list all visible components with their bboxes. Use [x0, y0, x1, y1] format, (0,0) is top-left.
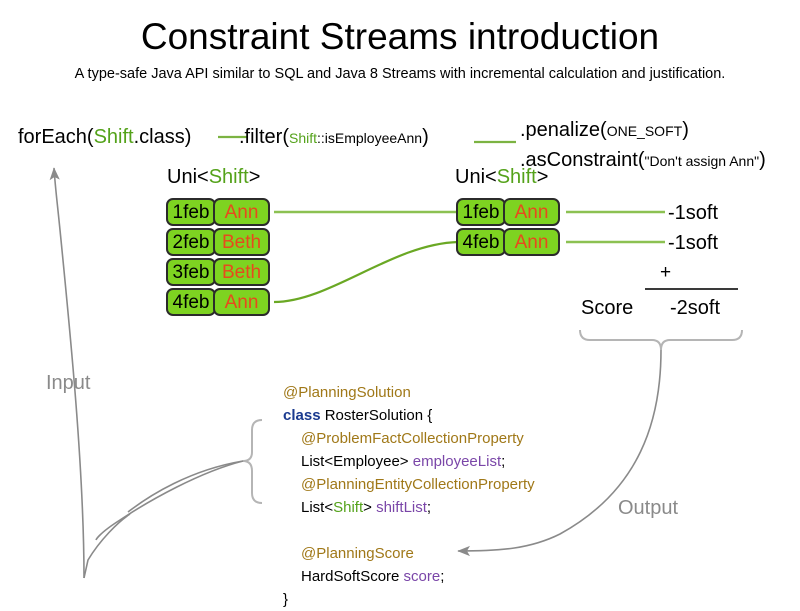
code-line: List<Shift> shiftList;	[265, 496, 535, 519]
tuple-flow-4feb	[273, 240, 459, 304]
tuple-employee: Beth	[213, 258, 270, 286]
penalize-line: .penalize(ONE_SOFT)	[520, 116, 766, 146]
tuple-row: 1feb Ann	[456, 198, 560, 226]
foreach-type: Shift	[93, 126, 134, 148]
code-line: class RosterSolution {	[265, 404, 535, 427]
asconstraint-call: .asConstraint(	[520, 149, 645, 171]
sum-operator: +	[660, 262, 672, 283]
penalty-label: -1soft	[668, 202, 719, 224]
uni-label-right: Uni<Shift>	[455, 166, 548, 189]
asconstraint-arg: "Don't assign Ann"	[644, 153, 760, 169]
tuple-employee: Ann	[503, 228, 560, 256]
filter-arg-type: Shift	[288, 130, 317, 146]
input-arrow-main	[83, 513, 131, 579]
tuple-employee: Ann	[213, 288, 270, 316]
output-label: Output	[618, 497, 679, 519]
code-line: @PlanningSolution	[265, 381, 535, 404]
code-line: @PlanningEntityCollectionProperty	[265, 473, 535, 496]
asconstraint-tail: )	[759, 149, 766, 171]
code-brace	[242, 419, 263, 504]
tuple-row: 3feb Beth	[166, 258, 270, 286]
foreach-tail: .class)	[133, 126, 192, 148]
code-token: RosterSolution {	[324, 407, 433, 424]
uni-right-prefix: Uni<	[455, 166, 497, 188]
tuple-employee: Beth	[213, 228, 270, 256]
filter-call: .filter(	[238, 126, 289, 148]
pipeline-terminal-operations: .penalize(ONE_SOFT) .asConstraint("Don't…	[520, 116, 766, 176]
code-line: List<Employee> employeeList;	[265, 450, 535, 473]
code-token: List<Employee>	[301, 453, 413, 470]
pipeline-expression: forEach(Shift.class) .filter(Shift::isEm…	[18, 126, 429, 149]
code-token: Shift	[333, 499, 364, 516]
code-token: employeeList	[412, 453, 502, 470]
code-line: @PlanningScore	[265, 542, 535, 565]
code-token: >	[363, 499, 377, 516]
code-token: @PlanningScore	[301, 545, 414, 562]
code-token: score	[403, 568, 441, 585]
input-arrow	[95, 460, 244, 541]
tuple-row: 4feb Ann	[166, 288, 270, 316]
code-token: @PlanningSolution	[283, 384, 411, 401]
code-token: ;	[426, 499, 432, 516]
tuple-row: 4feb Ann	[456, 228, 560, 256]
code-line	[265, 519, 535, 542]
uni-right-suffix: >	[536, 166, 549, 188]
input-label: Input	[46, 372, 91, 394]
code-line: @ProblemFactCollectionProperty	[265, 427, 535, 450]
uni-left-prefix: Uni<	[167, 166, 209, 188]
score-label: Score	[581, 297, 634, 319]
code-token: class	[283, 407, 325, 424]
tuple-employee: Ann	[503, 198, 560, 226]
code-token: shiftList	[376, 499, 427, 516]
uni-left-type: Shift	[208, 166, 249, 188]
tuple-employee: Ann	[213, 198, 270, 226]
code-token: HardSoftScore	[301, 568, 404, 585]
page-title: Constraint Streams introduction	[140, 16, 660, 57]
code-token: ;	[440, 568, 445, 585]
code-token	[265, 522, 269, 539]
tuple-date: 3feb	[166, 258, 216, 286]
tuple-date: 1feb	[166, 198, 216, 226]
code-token: List<	[301, 499, 334, 516]
tuple-date: 1feb	[456, 198, 506, 226]
code-token: ;	[501, 453, 506, 470]
code-block: @PlanningSolution class RosterSolution { @…	[265, 381, 535, 611]
input-arrow-stroke	[127, 460, 244, 513]
page-subtitle: A type-safe Java API similar to SQL and …	[74, 66, 726, 82]
filter-tail: )	[422, 126, 429, 148]
tuple-date: 4feb	[456, 228, 506, 256]
penalize-call: .penalize(	[520, 119, 607, 141]
code-line: HardSoftScore score;	[265, 565, 535, 588]
code-token: @PlanningEntityCollectionProperty	[301, 476, 535, 493]
tuple-date: 4feb	[166, 288, 216, 316]
score-total: -2soft	[670, 297, 721, 319]
filter-arg-rest: ::isEmployeeAnn	[317, 130, 423, 146]
asconstraint-line: .asConstraint("Don't assign Ann")	[520, 146, 766, 176]
uni-label-left: Uni<Shift>	[167, 166, 260, 189]
sum-rule	[645, 288, 738, 290]
score-brace	[579, 329, 743, 351]
penalize-tail: )	[682, 119, 689, 141]
uni-left-suffix: >	[248, 166, 261, 188]
tuple-row: 2feb Beth	[166, 228, 270, 256]
code-token: @ProblemFactCollectionProperty	[301, 430, 524, 447]
foreach-call: forEach(	[18, 126, 94, 148]
penalize-arg: ONE_SOFT	[606, 123, 683, 139]
tuple-date: 2feb	[166, 228, 216, 256]
uni-right-type: Shift	[496, 166, 537, 188]
tuple-row: 1feb Ann	[166, 198, 270, 226]
penalty-label: -1soft	[668, 232, 719, 254]
